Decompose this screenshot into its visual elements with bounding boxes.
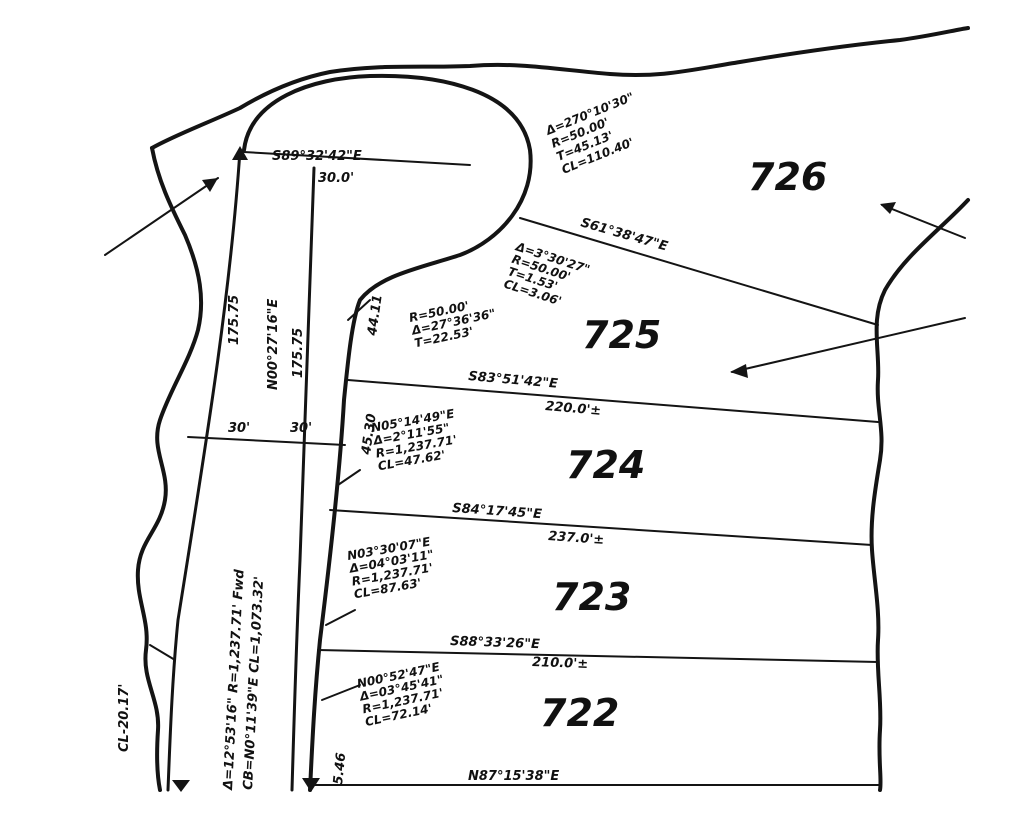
cul-de-sac-top-dim: 30.0'	[318, 171, 354, 186]
cul-de-sac-curve-note: Δ=270°10'30" R=50.00' T=45.13' CL=110.40…	[543, 90, 636, 177]
road-west-dim: 175.75	[227, 295, 242, 345]
arrow-726	[880, 202, 966, 239]
boundary-4-frontage: 5.46	[331, 752, 349, 785]
boundary-725-726	[519, 217, 879, 326]
boundary-1-side: 45.30	[359, 413, 380, 457]
road-east-dim: 175.75	[291, 328, 306, 378]
radial-tick-1	[347, 299, 371, 321]
lot-725-label: 725	[582, 313, 661, 357]
boundary-724-725	[347, 379, 879, 423]
lot-726-label: 726	[748, 155, 827, 199]
arrow-west	[104, 177, 219, 256]
boundary-1-bearing: S83°51'42"E	[468, 369, 559, 392]
arrow-725	[730, 317, 966, 378]
arrow-top	[232, 146, 248, 160]
centerline-tick	[149, 644, 176, 661]
boundary-2-curve-note: N05°14'49"E Δ=2°11'55" R=1,237.71' CL=47…	[370, 406, 458, 473]
boundary-4-bearing: N87°15'38"E	[468, 769, 559, 784]
road-east-line	[290, 166, 316, 792]
boundary-722-723	[317, 649, 879, 663]
lot-724-label: 724	[566, 443, 645, 487]
boundary-4-curve-note: N00°52'47"E Δ=03°45'41" R=1,237.71' CL=7…	[356, 660, 445, 730]
boundary-3-bearing: S88°33'26"E	[450, 634, 540, 652]
road-west-line	[166, 148, 242, 792]
cul-de-sac-top-bearing: S89°32'42"E	[272, 149, 362, 164]
lot-723-label: 723	[552, 575, 631, 619]
shoreline-east	[869, 198, 970, 792]
boundary-2-distance: 237.0'±	[548, 529, 605, 548]
radial-tick-4	[321, 684, 361, 701]
boundary-1-frontage: 44.11	[365, 294, 386, 338]
radial-tick-3	[325, 609, 356, 626]
boundary-0-curve-note: Δ=3°30'27" R=50.00' T=1.53' CL=3.06'	[502, 239, 592, 308]
boundary-3-distance: 210.0'±	[532, 655, 588, 672]
cul-de-sac-line	[242, 73, 533, 792]
boundary-1-distance: 220.0'±	[545, 399, 602, 419]
shoreline-west	[135, 146, 204, 792]
boundary-2-bearing: S84°17'45"E	[452, 501, 543, 522]
boundary-1-curve-note: R=50.00' Δ=27°36'36" T=22.53'	[408, 299, 497, 351]
boundary-3-curve-note: N03°30'07"E Δ=04°03'11" R=1,237.71' CL=8…	[346, 534, 435, 601]
shoreline-top	[150, 26, 970, 150]
road-west-width: 30'	[228, 421, 250, 436]
road-east-width: 30'	[290, 421, 312, 436]
road-centerline-label: CL-20.17'	[117, 684, 132, 752]
road-width-dim	[187, 436, 346, 446]
radial-tick-2	[337, 469, 361, 486]
cul-de-sac-top-line	[243, 151, 471, 166]
road-east-bearing: N00°27'16"E	[266, 299, 281, 390]
lot-722-label: 722	[540, 691, 619, 735]
boundary-723-724	[329, 509, 873, 546]
